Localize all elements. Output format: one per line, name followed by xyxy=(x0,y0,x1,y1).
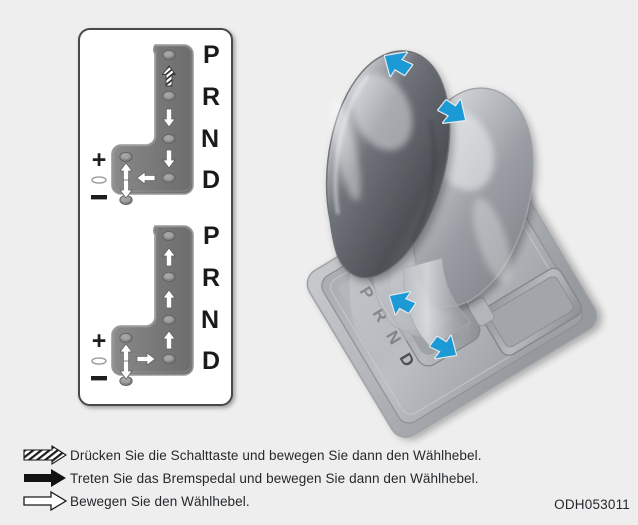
gate-dot-plus-lower xyxy=(119,332,133,344)
gear-label-p-lower: P xyxy=(203,222,220,250)
legend-item-move-lever: Bewegen Sie den Wählhebel. xyxy=(22,490,622,512)
outline-arrow-icon xyxy=(22,491,68,511)
shift-pattern-upper: + P R N D xyxy=(91,41,220,206)
gate-dot-p-lower xyxy=(162,230,176,242)
gate-highlight-upper xyxy=(113,45,192,192)
manual-minus-label-lower xyxy=(91,376,107,381)
manual-neutral-oval-upper xyxy=(91,176,107,184)
gear-label-d-upper: D xyxy=(202,166,220,194)
legend-text-brake-pedal: Treten Sie das Bremspedal und bewegen Si… xyxy=(70,470,479,486)
gate-dot-r-lower xyxy=(162,271,176,283)
gear-label-p-upper: P xyxy=(203,41,220,69)
console-tray-inner xyxy=(489,276,574,348)
legend-text-move-lever: Bewegen Sie den Wählhebel. xyxy=(70,493,250,509)
shifter-knob-position-a xyxy=(325,50,451,279)
gear-label-d-lower: D xyxy=(202,347,220,375)
shift-pattern-lower: + P R N D xyxy=(91,222,220,387)
gear-label-r-lower: R xyxy=(202,264,220,292)
shift-button-symbol-upper xyxy=(161,65,177,87)
gate-dot-p-upper xyxy=(162,49,176,61)
gate-dot-n-upper xyxy=(162,133,176,145)
gate-dot-n-lower xyxy=(162,314,176,326)
gear-label-r-upper: R xyxy=(202,83,220,111)
shift-pattern-panel: + P R N D xyxy=(78,28,233,406)
legend-item-shift-button: Drücken Sie die Schalttaste und bewegen … xyxy=(22,444,622,466)
legend-text-shift-button: Drücken Sie die Schalttaste und bewegen … xyxy=(70,447,482,463)
gate-dot-plus-upper xyxy=(119,151,133,163)
manual-minus-label-upper xyxy=(91,195,107,200)
gate-dot-r-upper xyxy=(162,90,176,102)
manual-neutral-oval-lower xyxy=(91,357,107,365)
gate-dot-d-upper xyxy=(162,172,176,184)
console-tray-tab xyxy=(467,296,495,327)
gate-dot-d-lower xyxy=(162,353,176,365)
manual-plus-label-upper: + xyxy=(92,146,107,174)
hatched-arrow-icon xyxy=(22,445,68,465)
gear-label-n-upper: N xyxy=(201,125,219,153)
legend-item-brake-pedal: Treten Sie das Bremspedal und bewegen Si… xyxy=(22,467,622,489)
solid-arrow-icon xyxy=(22,468,68,488)
figure-code: ODH053011 xyxy=(554,497,630,512)
legend: Drücken Sie die Schalttaste und bewegen … xyxy=(22,444,622,513)
gate-highlight-lower xyxy=(113,226,192,373)
gear-shifter-illustration: P R N D xyxy=(306,48,598,438)
gear-label-n-lower: N xyxy=(201,306,219,334)
manual-plus-label-lower: + xyxy=(92,327,107,355)
